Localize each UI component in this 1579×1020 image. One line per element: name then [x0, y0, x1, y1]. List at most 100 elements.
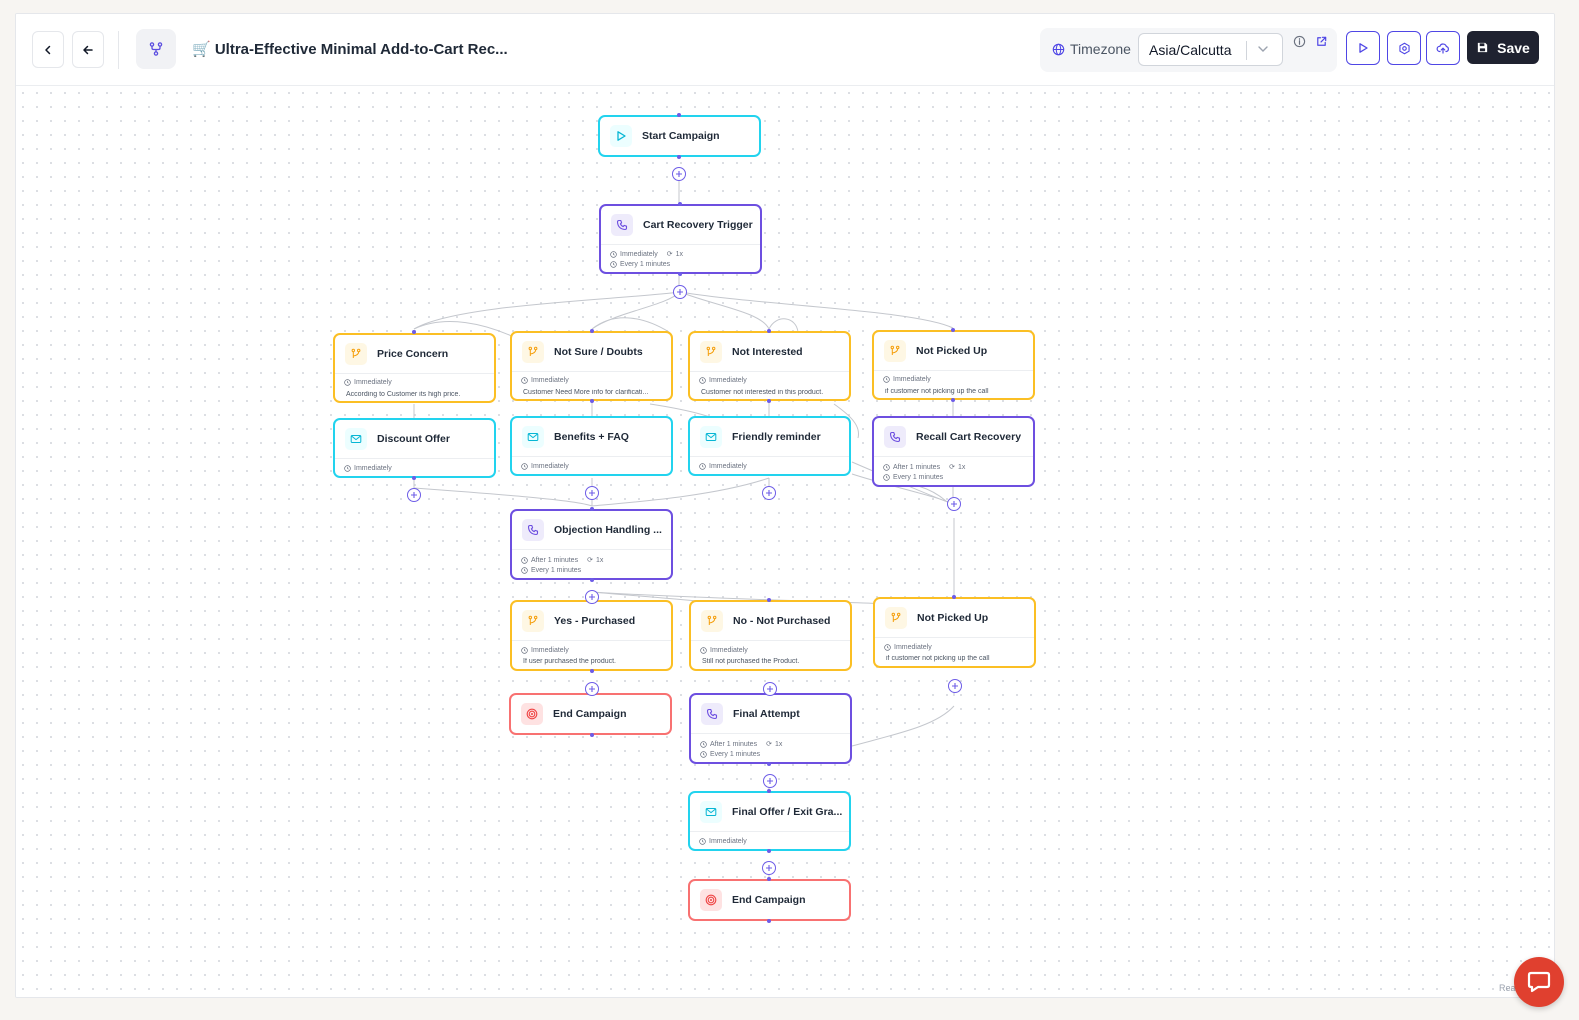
handle[interactable]	[412, 476, 416, 480]
handle[interactable]	[767, 399, 771, 403]
floppy-disk-icon	[1477, 42, 1488, 53]
node-label: Not Picked Up	[916, 345, 988, 357]
node-friendly-reminder[interactable]: Friendly reminder Immediately	[688, 416, 851, 476]
handle[interactable]	[412, 330, 416, 334]
node-retries: 1x	[957, 463, 966, 471]
handle[interactable]	[767, 598, 771, 602]
handle[interactable]	[952, 595, 956, 599]
save-label: Save	[1497, 39, 1530, 56]
workflow-icon	[149, 42, 163, 56]
handle[interactable]	[767, 849, 771, 853]
node-end-campaign-2[interactable]: End Campaign	[688, 879, 851, 921]
node-label: Final Offer / Exit Gra...	[732, 806, 843, 818]
add-step-button[interactable]	[673, 285, 687, 299]
edge	[591, 477, 770, 507]
handle[interactable]	[951, 398, 955, 402]
node-retries: 1x	[774, 740, 783, 748]
timezone-info-button[interactable]	[1290, 32, 1308, 50]
handle[interactable]	[590, 329, 594, 333]
handle[interactable]	[590, 507, 594, 511]
handle[interactable]	[767, 877, 771, 881]
phone-icon	[701, 703, 723, 725]
node-start-campaign[interactable]: Start Campaign	[598, 115, 761, 157]
plus-icon	[589, 594, 595, 600]
node-description: if customer not picking up the call	[885, 388, 989, 395]
node-price-concern[interactable]: Price Concern Immediately According to C…	[333, 333, 496, 403]
node-label: Recall Cart Recovery	[916, 431, 1022, 443]
timezone-select[interactable]: Asia/Calcutta	[1138, 33, 1283, 66]
handle[interactable]	[590, 399, 594, 403]
handle[interactable]	[678, 272, 682, 276]
add-step-button[interactable]	[947, 497, 961, 511]
node-yes-purchased[interactable]: Yes - Purchased Immediately If user purc…	[510, 600, 673, 671]
handle[interactable]	[767, 919, 771, 923]
node-label: End Campaign	[553, 708, 627, 720]
handle[interactable]	[767, 762, 771, 766]
publish-button[interactable]	[1426, 31, 1460, 65]
handle[interactable]	[677, 113, 681, 117]
node-not-picked-up-2[interactable]: Not Picked Up Immediately if customer no…	[873, 597, 1036, 668]
node-final-attempt[interactable]: Final Attempt After 1 minutes ⟳ 1x Every…	[689, 693, 852, 764]
save-button[interactable]: Save	[1467, 31, 1539, 64]
handle[interactable]	[951, 328, 955, 332]
settings-button[interactable]	[1387, 31, 1421, 65]
target-icon	[521, 703, 543, 725]
edge	[591, 317, 670, 333]
node-benefits-faq[interactable]: Benefits + FAQ Immediately	[510, 416, 673, 476]
add-step-button[interactable]	[672, 167, 686, 181]
handle[interactable]	[677, 155, 681, 159]
add-step-button[interactable]	[762, 861, 776, 875]
handle[interactable]	[590, 733, 594, 737]
handle[interactable]	[590, 578, 594, 582]
node-objection-handling[interactable]: Objection Handling ... After 1 minutes ⟳…	[510, 509, 673, 580]
add-step-button[interactable]	[948, 679, 962, 693]
clock-icon	[699, 377, 706, 384]
node-retries: 1x	[595, 556, 604, 564]
node-interval: Every 1 minutes	[710, 751, 761, 758]
campaign-title[interactable]: 🛒 Ultra-Effective Minimal Add-to-Cart Re…	[192, 41, 508, 58]
chat-widget-button[interactable]	[1514, 957, 1564, 1007]
plus-icon	[951, 501, 957, 507]
node-label: Not Sure / Doubts	[554, 346, 643, 358]
node-interval: Every 1 minutes	[531, 567, 582, 574]
mail-icon	[700, 801, 722, 823]
add-step-button[interactable]	[585, 486, 599, 500]
clock-icon	[521, 556, 528, 564]
back-button[interactable]	[72, 31, 104, 68]
flow-canvas[interactable]: Start Campaign Cart Recovery Trigger Imm…	[16, 86, 1554, 997]
node-not-picked-up-1[interactable]: Not Picked Up Immediately if customer no…	[872, 330, 1035, 400]
node-not-sure-doubts[interactable]: Not Sure / Doubts Immediately Customer N…	[510, 331, 673, 401]
add-step-button[interactable]	[762, 486, 776, 500]
workflow-button[interactable]	[136, 29, 176, 69]
collapse-button[interactable]	[32, 31, 64, 68]
handle[interactable]	[767, 329, 771, 333]
add-step-button[interactable]	[585, 590, 599, 604]
open-external-button[interactable]	[1312, 32, 1330, 50]
node-recall-cart-recovery[interactable]: Recall Cart Recovery After 1 minutes ⟳ 1…	[872, 416, 1035, 487]
node-not-interested[interactable]: Not Interested Immediately Customer not …	[688, 331, 851, 401]
handle[interactable]	[678, 202, 682, 206]
node-interval: Every 1 minutes	[620, 261, 671, 268]
add-step-button[interactable]	[585, 682, 599, 696]
node-cart-recovery-trigger[interactable]: Cart Recovery Trigger Immediately ⟳ 1x E…	[599, 204, 762, 274]
handle[interactable]	[767, 789, 771, 793]
node-end-campaign-1[interactable]: End Campaign	[509, 693, 672, 735]
node-description: According to Customer its high price.	[346, 391, 461, 398]
handle[interactable]	[590, 669, 594, 673]
add-step-button[interactable]	[763, 774, 777, 788]
add-step-button[interactable]	[407, 488, 421, 502]
plus-icon	[677, 289, 683, 295]
node-label: Price Concern	[377, 348, 449, 360]
target-icon	[700, 889, 722, 911]
edge	[768, 318, 799, 333]
clock-icon	[700, 647, 707, 654]
repeat-icon: ⟳	[766, 741, 772, 748]
phone-icon	[884, 426, 906, 448]
run-button[interactable]	[1346, 31, 1380, 65]
node-no-not-purchased[interactable]: No - Not Purchased Immediately Still not…	[689, 600, 852, 671]
add-step-button[interactable]	[763, 682, 777, 696]
node-timing: Immediately	[894, 644, 932, 651]
node-discount-offer[interactable]: Discount Offer Immediately	[333, 418, 496, 478]
edge	[679, 291, 954, 329]
node-final-offer[interactable]: Final Offer / Exit Gra... Immediately	[688, 791, 851, 851]
